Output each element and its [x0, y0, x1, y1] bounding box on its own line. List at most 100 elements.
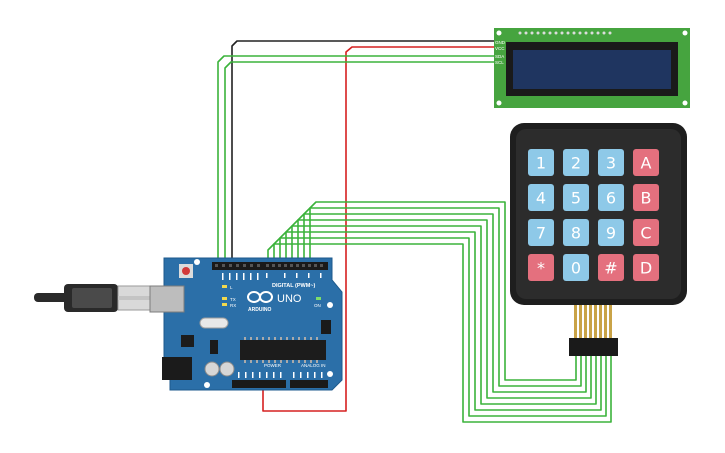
- digital-pins: [215, 264, 323, 267]
- keypad-key-face: [563, 184, 589, 211]
- keypad-key-face: [598, 184, 624, 211]
- keypad-key[interactable]: *: [528, 254, 554, 281]
- keypad-key-face: [563, 254, 589, 281]
- keypad-key-face: [528, 254, 554, 281]
- crystal-oscillator: [199, 317, 229, 329]
- pin-label-marks-bottom: [238, 372, 323, 378]
- keypad-key[interactable]: #: [598, 254, 624, 281]
- keypad-key-label: 8: [571, 224, 581, 243]
- keypad-key[interactable]: C: [633, 219, 659, 246]
- keypad-key-label: 5: [571, 189, 581, 208]
- keypad-key[interactable]: 9: [598, 219, 624, 246]
- keypad-key-label: 4: [536, 189, 546, 208]
- wire-gnd-lcd[interactable]: [231, 40, 500, 262]
- keypad-key[interactable]: A: [633, 149, 659, 176]
- keypad-key-label: D: [640, 259, 652, 278]
- led-l: [222, 285, 227, 288]
- icsp-header: [321, 320, 331, 334]
- keypad-key[interactable]: 6: [598, 184, 624, 211]
- keypad-key-label: 0: [571, 259, 581, 278]
- pin-label-marks: [222, 273, 322, 280]
- lcd-screen: [513, 50, 671, 89]
- led-rx: [222, 303, 227, 306]
- keypad-key-label: 3: [606, 154, 616, 173]
- led-tx: [222, 297, 227, 300]
- reset-button-cap[interactable]: [182, 267, 190, 275]
- model-label: UNO: [277, 293, 302, 305]
- keypad-key-label: 6: [606, 189, 616, 208]
- keypad-key-label: B: [641, 189, 652, 208]
- lcd-display[interactable]: GND VCC SDA SCL: [494, 28, 690, 108]
- mounting-hole: [204, 382, 210, 388]
- digital-header: [212, 262, 328, 270]
- wire-sda-lcd[interactable]: [217, 55, 500, 262]
- led-on: [316, 297, 321, 300]
- brand-label: ARDUINO: [248, 307, 271, 313]
- analog-label: ANALOG IN: [301, 363, 326, 368]
- dc-power-jack: [162, 357, 192, 380]
- lcd-top-pins: [518, 31, 612, 35]
- keypad-key-face: [633, 219, 659, 246]
- keypad-key-face: [598, 254, 624, 281]
- keypad-key[interactable]: 5: [563, 184, 589, 211]
- power-label: POWER: [264, 363, 282, 368]
- keypad-connector: [569, 338, 618, 356]
- keypad-key[interactable]: 2: [563, 149, 589, 176]
- keypad-key-face: [528, 219, 554, 246]
- keypad-ribbon: [574, 305, 612, 340]
- keypad-key-label: 1: [536, 154, 546, 173]
- keypad-key-label: #: [604, 259, 617, 278]
- arduino-uno-board[interactable]: DIGITAL (PWM~) L TX RX ON ARDUINO UNO: [149, 257, 343, 391]
- keypad-key-face: [598, 149, 624, 176]
- keypad-key[interactable]: 1: [528, 149, 554, 176]
- capacitor: [204, 361, 220, 377]
- keypad-key[interactable]: 7: [528, 219, 554, 246]
- led-on-label: ON: [314, 303, 321, 308]
- keypad-key[interactable]: 3: [598, 149, 624, 176]
- keypad-key-face: [633, 254, 659, 281]
- keypad-key[interactable]: 4: [528, 184, 554, 211]
- keypad-key-label: 9: [606, 224, 616, 243]
- keypad-key-face: [563, 219, 589, 246]
- keypad-key-label: A: [641, 154, 652, 173]
- keypad-key-label: 7: [536, 224, 546, 243]
- lcd-pin-sda: SDA: [495, 54, 504, 59]
- lcd-pin-scl: SCL: [495, 60, 504, 65]
- led-tx-label: TX: [230, 297, 236, 302]
- mounting-hole: [194, 259, 200, 265]
- infinity-logo-icon: [247, 291, 273, 303]
- lcd-pin-gnd: GND: [495, 40, 506, 45]
- keypad-key-face: [633, 149, 659, 176]
- keypad-key[interactable]: 8: [563, 219, 589, 246]
- led-rx-label: RX: [230, 303, 236, 308]
- wires: [217, 40, 612, 423]
- usb-plug-metal-shade: [118, 296, 168, 300]
- usb-cable[interactable]: [34, 284, 169, 312]
- keypad-key-face: [528, 149, 554, 176]
- wire-scl-lcd[interactable]: [224, 61, 500, 262]
- keypad-key-face: [633, 184, 659, 211]
- wire-keypad-col4[interactable]: [267, 243, 612, 423]
- keypad-key[interactable]: 0: [563, 254, 589, 281]
- icsp-header-left: [210, 340, 218, 354]
- usb-plug-grip: [72, 288, 112, 308]
- usb-cable-cord: [34, 293, 70, 302]
- keypad-key-face: [563, 149, 589, 176]
- voltage-regulator: [181, 335, 194, 347]
- atmega-chip: [240, 340, 326, 360]
- atmega-chip-pins: [244, 337, 318, 363]
- usb-b-jack: [149, 285, 185, 313]
- mounting-hole: [327, 371, 333, 377]
- keypad-key-label: 2: [571, 154, 581, 173]
- keypad-key-face: [598, 219, 624, 246]
- lcd-corner-holes: [496, 30, 688, 106]
- capacitor: [219, 361, 235, 377]
- lcd-pin-vcc: VCC: [495, 46, 505, 51]
- led-l-label: L: [230, 285, 233, 290]
- keypad-key[interactable]: B: [633, 184, 659, 211]
- analog-header: [290, 380, 328, 388]
- keypad-key[interactable]: D: [633, 254, 659, 281]
